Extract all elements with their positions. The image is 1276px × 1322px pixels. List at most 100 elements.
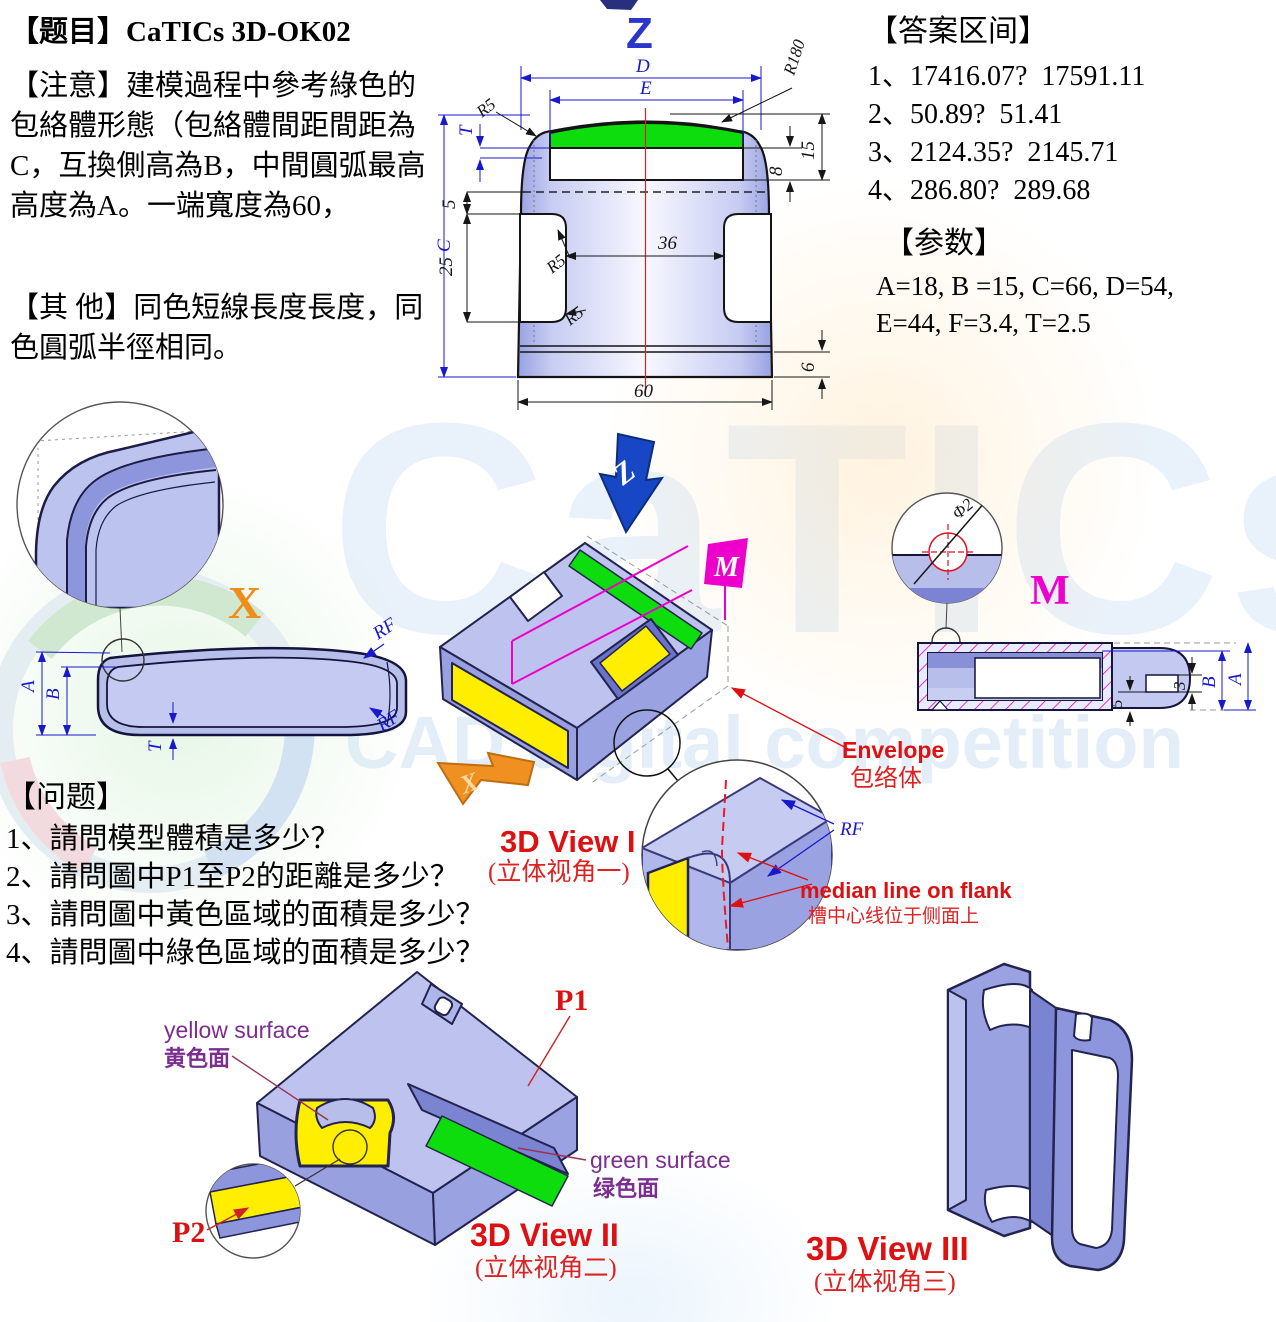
view2-drawing: P2 P1 yellow surface 黄色面 green surface 绿… [164, 971, 731, 1282]
dim-5-label: 5 [1107, 700, 1126, 709]
crop-artifact [600, 0, 638, 10]
median-label-en: median line on flank [800, 878, 1012, 903]
buckle-body-2 [256, 971, 578, 1246]
green-surface-leader [517, 1147, 587, 1161]
dim-A [1224, 642, 1256, 711]
dim-A-label: A [18, 680, 39, 694]
dim-5 [1118, 676, 1146, 726]
dim-15 [670, 113, 830, 181]
answer-range-3: 3、2124.35? 2145.71 [868, 137, 1119, 168]
m-flag: M [704, 538, 748, 588]
answer-range-section: 【答案区间】 1、17416.07? 17591.11 2、50.89? 51.… [868, 6, 1272, 210]
dim-T-label: T [456, 124, 477, 136]
dim-C-label: C [434, 239, 455, 252]
z-axis-label: Z [626, 9, 653, 58]
dim-B [1102, 650, 1230, 711]
green-band [549, 122, 744, 149]
dim-B-label: B [1199, 676, 1220, 688]
dim-3 [1178, 657, 1202, 710]
view1-subtitle: (立体视角一) [488, 858, 630, 886]
question-2: 2、請問圖中P1至P2的距離是多少？ [6, 861, 459, 893]
view3-subtitle: (立体视角三) [814, 1268, 956, 1296]
answer-range-2: 2、50.89? 51.41 [868, 99, 1063, 130]
detail-circle-content [19, 424, 221, 608]
dim-B-label: B [43, 688, 64, 700]
detail-source-circle-2 [332, 1129, 368, 1165]
dim-A-label: A [1225, 673, 1246, 687]
median-line [720, 779, 729, 949]
green-surface-label-en: green surface [590, 1147, 731, 1173]
rf-label: RF [839, 819, 864, 840]
buckle-body-3 [946, 962, 1134, 1272]
view1-drawing: Z M X [436, 432, 1012, 951]
dim-8-label: 8 [766, 166, 787, 176]
r180-label: R180 [779, 37, 809, 78]
median-leaders [728, 852, 813, 908]
left-notch [519, 213, 567, 323]
yellow-surface-label-en: yellow surface [164, 1017, 310, 1043]
parameters-line-2: E=44, F=3.4, T=2.5 [876, 308, 1091, 338]
radius-leaders [495, 87, 793, 316]
envelope-outline [586, 535, 729, 785]
questions-section: 【问题】 1、請問模型體積是多少？ 2、請問圖中P1至P2的距離是多少？ 3、請… [6, 772, 526, 972]
yellow-notch-floor [599, 625, 671, 692]
page-title: 【题目】CaTICs 3D-OK02 [10, 16, 351, 48]
m-flag-label: M [713, 552, 740, 583]
notice-paragraph: 【注意】建模過程中參考綠色的包絡體形態（包絡體間距間距為C，互換側高為B，中間圓… [10, 70, 426, 222]
other-paragraph: 【其 他】同色短線長度長度，同色圓弧半徑相同。 [10, 292, 424, 364]
envelope-label-cn: 包络体 [850, 765, 922, 792]
questions-heading: 【问题】 [6, 781, 126, 814]
dim-8 [743, 126, 830, 202]
yellow-front-panel [451, 662, 569, 769]
view2-subtitle: (立体视角二) [475, 1254, 617, 1282]
dim-60-label: 60 [634, 381, 654, 402]
section-lines [511, 545, 726, 685]
p2-label: P2 [172, 1216, 205, 1249]
p1-label: P1 [555, 984, 588, 1017]
p2-leader [206, 1207, 250, 1231]
dim-E-label: E [639, 78, 652, 99]
front-view-drawing: Z D E C T 5 25 36 [434, 0, 830, 410]
dim-6 [774, 330, 830, 399]
parameters-section: 【参数】 A=18, B =15, C=66, D=54, E=44, F=3.… [876, 218, 1276, 342]
m-view-drawing: Φ2 M 5 3 [891, 492, 1256, 726]
dim-6-label: 6 [798, 362, 819, 372]
question-3: 3、請問圖中黃色區域的面積是多少？ [6, 899, 485, 931]
detail-source-circle [613, 709, 681, 777]
view3-drawing: 3D View III (立体视角三) [806, 962, 1134, 1296]
envelope-label-en: Envelope [842, 737, 944, 763]
right-notch [723, 213, 772, 323]
z-arrow: Z [598, 432, 665, 535]
dim-T-label: T [145, 740, 166, 752]
buckle-body [439, 542, 713, 781]
dim-60 [517, 380, 773, 410]
question-4: 4、請問圖中綠色區域的面積是多少？ [6, 937, 485, 969]
dim-5-label: 5 [439, 200, 460, 210]
envelope-leader [730, 687, 851, 751]
yellow-surface-leader [231, 1055, 329, 1121]
dim-D [520, 66, 762, 130]
dim-15-label: 15 [798, 141, 819, 160]
dim-3-label: 3 [1170, 682, 1189, 692]
dim-D-label: D [635, 56, 650, 77]
view1-title: 3D View I [500, 824, 636, 859]
x-view-drawing: X A B T RF RF [16, 401, 408, 760]
answer-range-1: 1、17416.07? 17591.11 [868, 61, 1146, 92]
x-axis-label: X [228, 577, 261, 628]
dim-36-label: 36 [657, 233, 678, 254]
rf-leaders [363, 643, 387, 719]
m-view-title: M [1030, 568, 1070, 614]
answer-range-4: 4、286.80? 289.68 [868, 175, 1091, 206]
view2-title: 3D View II [470, 1217, 619, 1253]
question-1: 1、請問模型體積是多少？ [6, 823, 340, 855]
rf-label-top: RF [368, 614, 400, 645]
green-strip-2 [425, 1115, 569, 1207]
dim-C [438, 114, 530, 378]
parameters-heading: 【参数】 [884, 227, 1004, 260]
part-outline [516, 108, 774, 396]
x-arrow: X [436, 751, 536, 806]
side-profile [96, 638, 408, 737]
yellow-surface-label-cn: 黄色面 [164, 1046, 230, 1071]
dim-25-label: 25 [436, 257, 457, 276]
